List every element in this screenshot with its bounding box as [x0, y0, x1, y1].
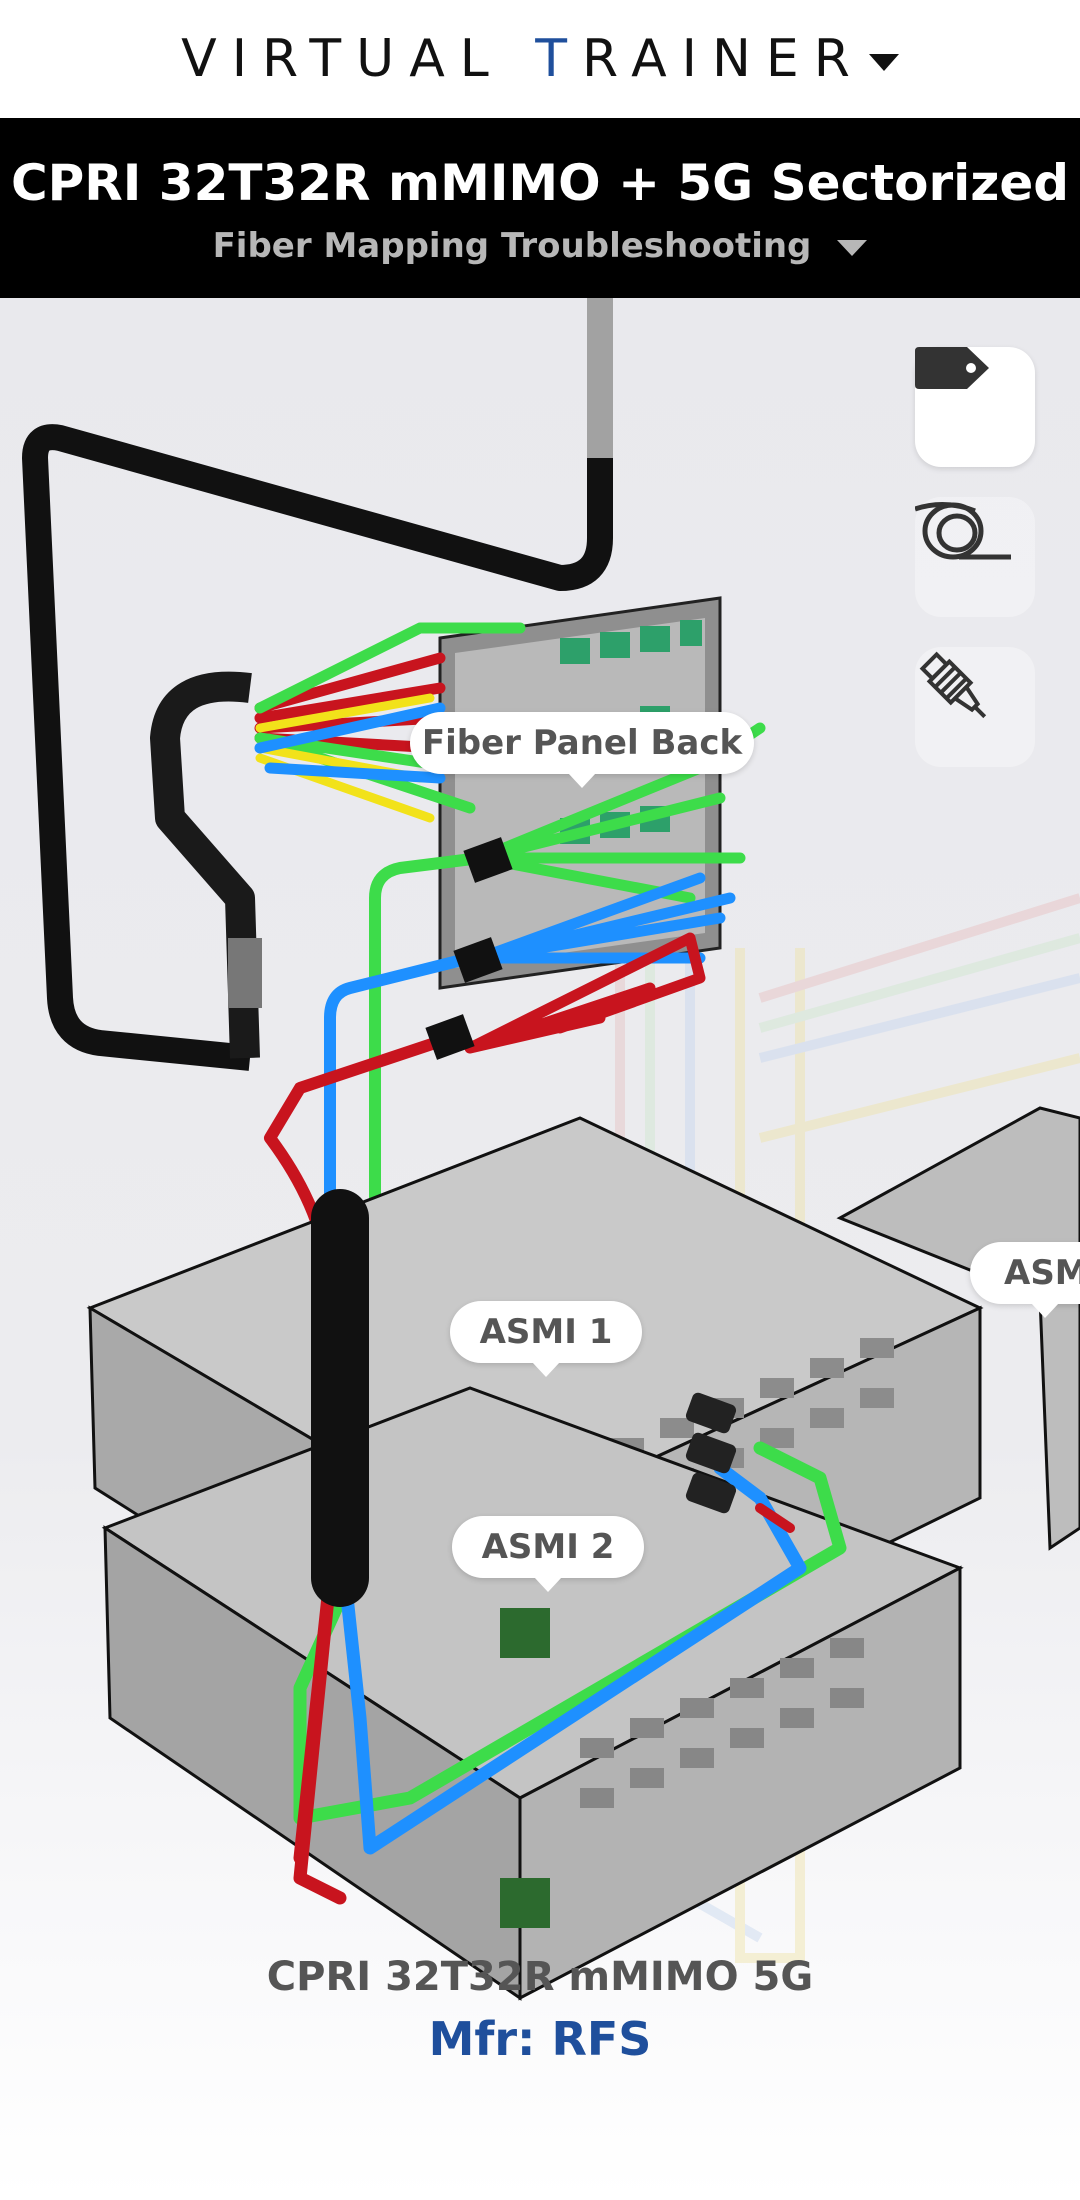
- chevron-down-icon: [868, 53, 899, 71]
- callout-fiber-panel-back[interactable]: Fiber Panel Back: [410, 712, 754, 788]
- connector-view-button[interactable]: [915, 647, 1035, 767]
- fiber-connector-icon: [919, 651, 987, 719]
- 3d-viewport[interactable]: Fiber Panel Back ASMI 1 ASMI 2 ASM: [0, 298, 1080, 2200]
- brand-title: VIRTUAL TRAINER: [181, 29, 865, 89]
- tag-icon: [915, 347, 989, 389]
- top-bar: VIRTUAL TRAINER: [0, 0, 1080, 118]
- device-name: CPRI 32T32R mMIMO 5G: [266, 1954, 814, 2000]
- callout-asmi-1[interactable]: ASMI 1: [450, 1301, 642, 1377]
- brand-prefix: VIRTUAL: [181, 29, 536, 89]
- brand-menu[interactable]: VIRTUAL TRAINER: [181, 29, 899, 89]
- title-bar: CPRI 32T32R mMIMO + 5G Sectorized Fiber …: [0, 118, 1080, 298]
- page-title: CPRI 32T32R mMIMO + 5G Sectorized: [10, 154, 1070, 212]
- brand-suffix: RAINER: [582, 29, 865, 89]
- chevron-down-icon: [837, 240, 868, 256]
- callout-asmi-2[interactable]: ASMI 2: [452, 1516, 644, 1592]
- brand-accent-letter: T: [535, 29, 583, 89]
- scenario-selector[interactable]: Fiber Mapping Troubleshooting: [0, 226, 1080, 266]
- label-toggle-button[interactable]: [915, 347, 1035, 467]
- fiber-view-button[interactable]: [915, 497, 1035, 617]
- fiber-coil-icon: [915, 502, 1011, 560]
- callout-asmi-3[interactable]: ASM: [970, 1242, 1080, 1318]
- manufacturer-label: Mfr: RFS: [428, 2012, 652, 2066]
- scenario-title: Fiber Mapping Troubleshooting: [212, 226, 812, 266]
